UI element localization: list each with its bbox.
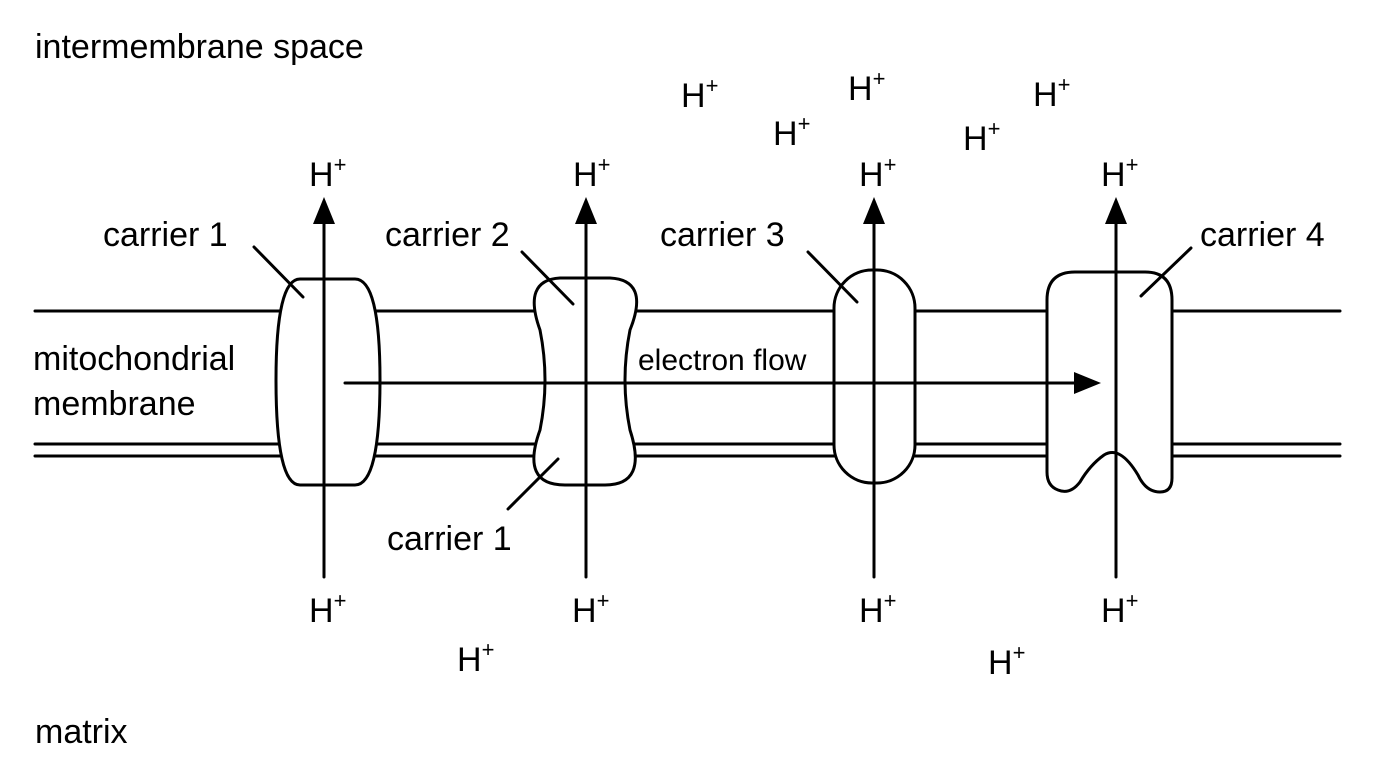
matrix-label: matrix: [35, 713, 128, 751]
mitochondrial-label: mitochondrial: [33, 340, 235, 378]
proton-arrow-2-head: [575, 197, 597, 224]
proton-arrow-4-head: [1105, 197, 1127, 224]
electron-flow-arrow-head: [1074, 372, 1101, 394]
electron-flow-label: electron flow: [638, 344, 807, 377]
h-ion: H+: [681, 73, 718, 115]
carrier-2-leader: [520, 250, 575, 306]
proton-arrow-3-head: [863, 197, 885, 224]
carrier-2-label: carrier 2: [385, 216, 510, 254]
h-ion: H+: [773, 111, 810, 153]
h-ion: H+: [1033, 72, 1070, 114]
intermembrane-space-label: intermembrane space: [35, 28, 364, 66]
carrier-1-top-label: carrier 1: [103, 216, 228, 254]
proton-arrows: [313, 197, 1127, 579]
h-ion: H+: [1101, 588, 1138, 630]
h-ion: H+: [457, 637, 494, 679]
membrane-label: membrane: [33, 385, 196, 423]
h-ion: H+: [988, 640, 1025, 682]
carrier-4-shape: [1045, 270, 1174, 494]
membrane: [33, 309, 1342, 458]
h-ion: H+: [309, 588, 346, 630]
carrier-1-shape: [274, 277, 382, 487]
h-ion: H+: [848, 66, 885, 108]
h-ion: H+: [572, 588, 609, 630]
electron-flow-label-bg: [636, 340, 828, 376]
h-ion: H+: [309, 152, 346, 194]
h-ion: H+: [859, 152, 896, 194]
carrier-3-label: carrier 3: [660, 216, 785, 254]
h-ion: H+: [573, 152, 610, 194]
hydrogen-ions: H+ H+ H+ H+ H+ H+ H+ H+ H+ H+ H+ H+ H+ H…: [309, 66, 1138, 682]
carrier-4-label: carrier 4: [1200, 216, 1325, 254]
proton-arrow-1-head: [313, 197, 335, 224]
carrier-1-bottom-label: carrier 1: [387, 520, 512, 558]
h-ion: H+: [963, 116, 1000, 158]
carrier-3-leader: [806, 250, 859, 304]
h-ion: H+: [1101, 152, 1138, 194]
carrier-1-top-leader: [252, 245, 305, 299]
carrier-1-bottom-leader: [506, 457, 560, 511]
carrier-4-leader: [1139, 246, 1193, 298]
h-ion: H+: [859, 588, 896, 630]
